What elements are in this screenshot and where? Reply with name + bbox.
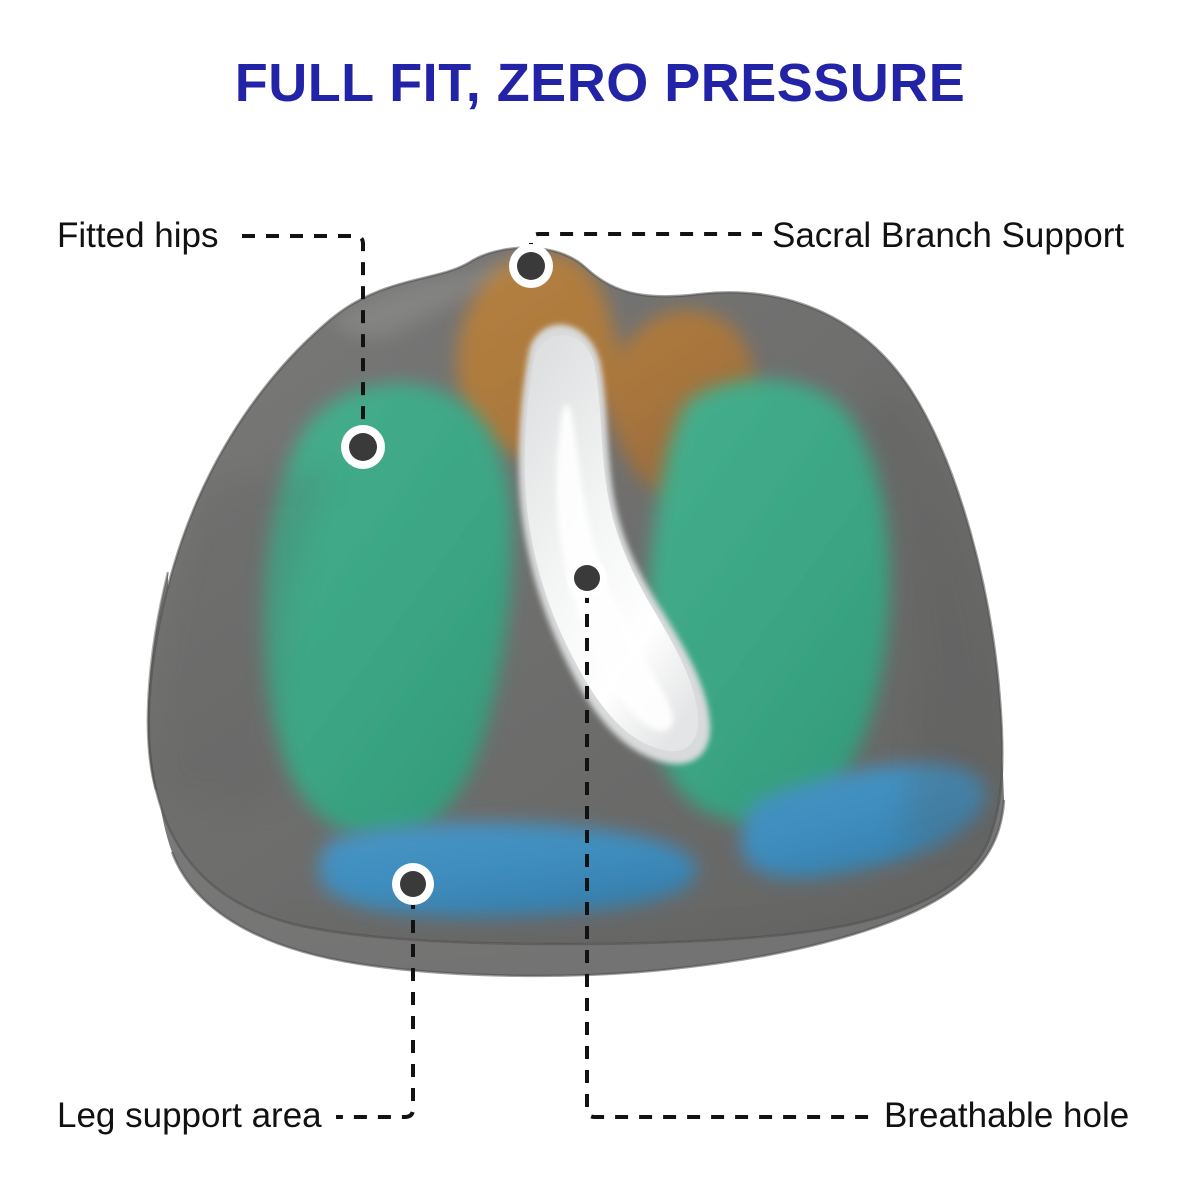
callout-label-fitted-hips: Fitted hips	[57, 216, 219, 255]
marker-fitted-hips[interactable]	[341, 425, 385, 469]
leader-line-breathable-hole	[585, 590, 874, 1119]
marker-leg-support-area[interactable]	[392, 863, 434, 905]
callout-label-breathable-hole: Breathable hole	[884, 1096, 1130, 1135]
callout-label-sacral-branch-support: Sacral Branch Support	[772, 216, 1125, 255]
leader-line-fitted-hips	[242, 234, 365, 436]
page-title: FULL FIT, ZERO PRESSURE	[234, 53, 966, 113]
leader-line-sacral-branch-support	[529, 232, 762, 256]
callout-markers	[341, 244, 607, 905]
front-leg-pad-left	[318, 822, 697, 918]
leader-line-leg-support-area	[336, 896, 415, 1119]
cushion-top-surface	[146, 246, 1006, 978]
left-hip-pad	[263, 383, 513, 839]
marker-sacral-branch-support[interactable]	[509, 244, 553, 288]
callout-label-leg-support-area: Leg support area	[57, 1096, 322, 1135]
marker-breathable-hole[interactable]	[567, 558, 607, 598]
